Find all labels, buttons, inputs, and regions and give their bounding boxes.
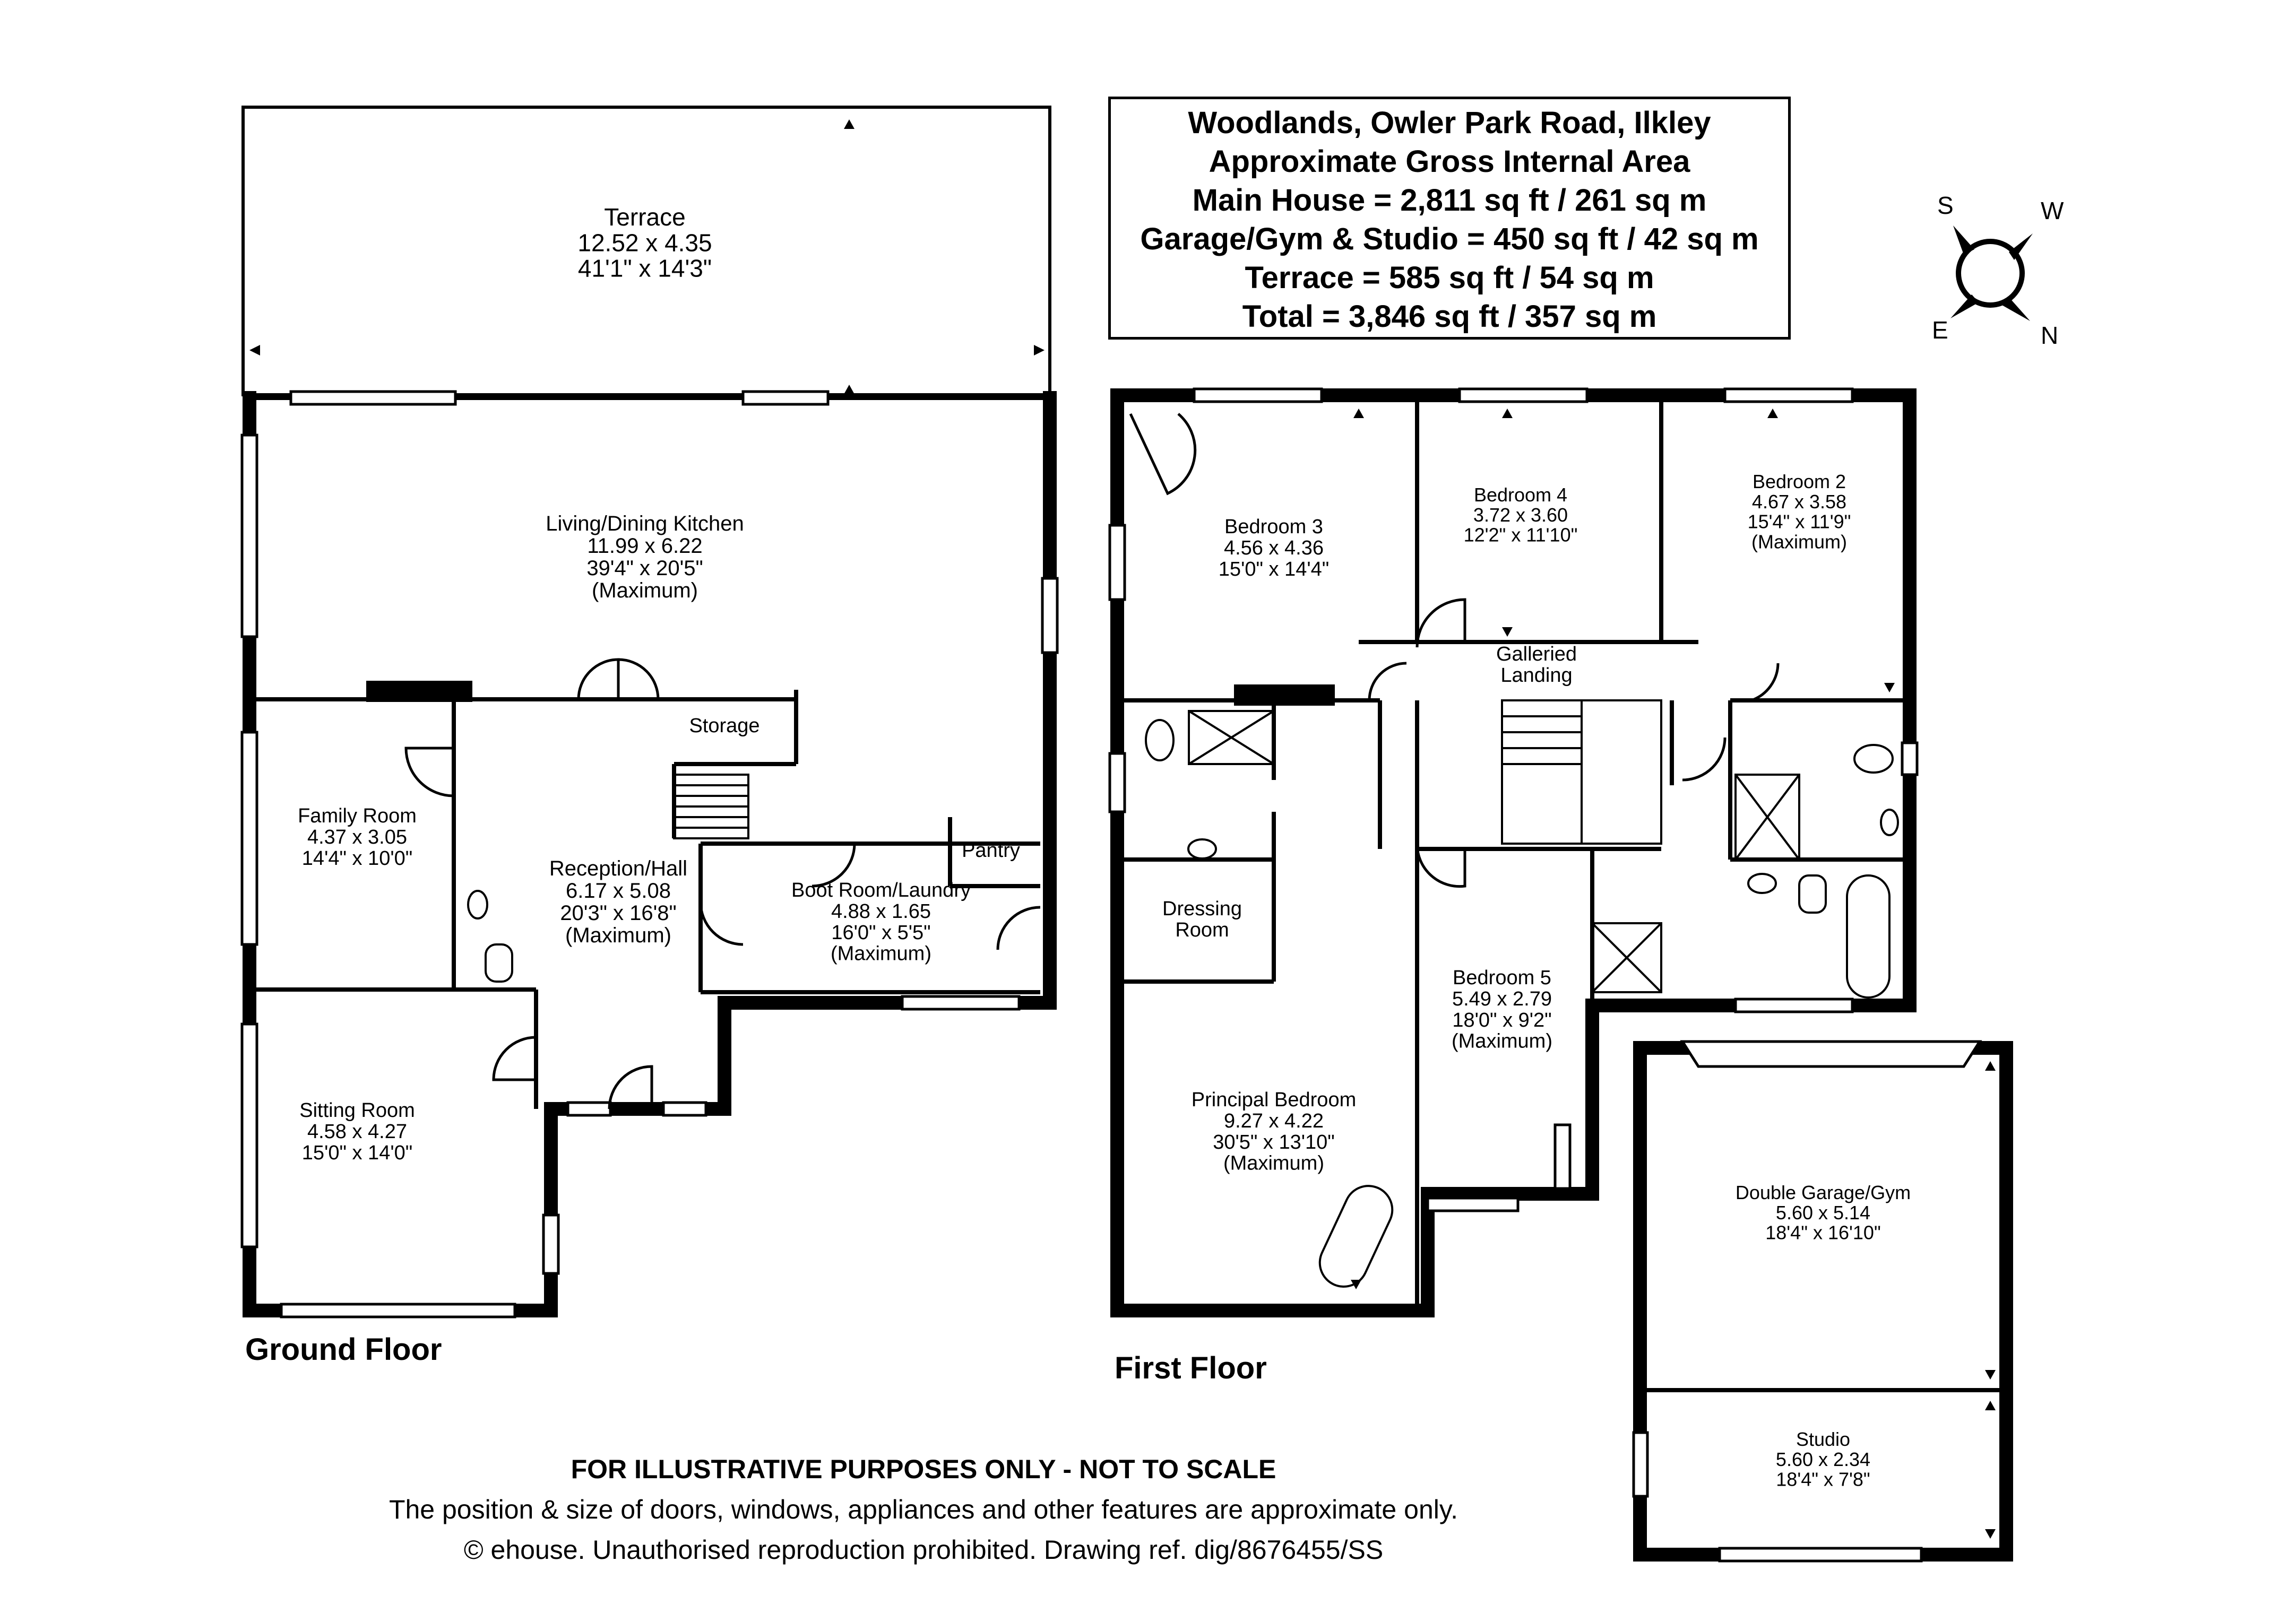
ground-floor-label: Ground Floor xyxy=(245,1332,442,1367)
first-floor-label: First Floor xyxy=(1115,1351,1267,1385)
room-label-line: Bedroom 4 xyxy=(1474,484,1567,506)
room-label-line: 18'4" x 16'10" xyxy=(1765,1222,1880,1244)
room-label-line: 12'2" x 11'10" xyxy=(1464,524,1578,546)
room-label-line: 9.27 x 4.22 xyxy=(1224,1110,1324,1132)
room-label-line: 39'4" x 20'5" xyxy=(586,557,703,580)
room-label-line: Family Room xyxy=(298,805,417,827)
total-area: Total = 3,846 sq ft / 357 sq m xyxy=(1242,299,1657,334)
room-label-line: 15'0" x 14'0" xyxy=(302,1142,412,1164)
room-label-line: Dressing xyxy=(1162,898,1242,920)
compass-south: S xyxy=(1937,192,1954,219)
room-label-line: Boot Room/Laundry xyxy=(791,879,971,901)
room-label-line: Bedroom 5 xyxy=(1453,967,1551,989)
room-label-line: Room xyxy=(1175,919,1229,941)
room-label-line: 20'3" x 16'8" xyxy=(560,901,676,925)
terrace-outline xyxy=(241,106,1051,396)
room-label-line: 14'4" x 10'0" xyxy=(302,847,412,870)
room-label-line: (Maximum) xyxy=(1452,1030,1552,1053)
room-label-line: 18'4" x 7'8" xyxy=(1776,1469,1870,1490)
room-label-line: (Maximum) xyxy=(1751,531,1847,552)
room-label-storage: Storage xyxy=(689,715,759,737)
dimension-arrows xyxy=(249,119,1996,1539)
room-label-line: 3.72 x 3.60 xyxy=(1473,504,1568,526)
room-label-line: Reception/Hall xyxy=(549,857,687,880)
room-label-line: 15'4" x 11'9" xyxy=(1748,511,1851,533)
room-label-line: Double Garage/Gym xyxy=(1736,1182,1911,1203)
room-label-line: 18'0" x 9'2" xyxy=(1452,1009,1551,1031)
room-label-line: Landing xyxy=(1500,664,1572,687)
room-label-line: 11.99 x 6.22 xyxy=(587,534,702,558)
room-label-line: 4.67 x 3.58 xyxy=(1752,491,1846,513)
terrace-area: Terrace = 585 sq ft / 54 sq m xyxy=(1245,261,1654,295)
compass: S W E N xyxy=(1921,188,2064,353)
compass-west: W xyxy=(2041,197,2064,224)
first-floor-walls xyxy=(1110,388,1917,1317)
room-label-line: Galleried xyxy=(1496,643,1577,665)
room-label-line: 4.58 x 4.27 xyxy=(307,1121,407,1143)
room-label-line: (Maximum) xyxy=(1223,1152,1324,1175)
disclaimer-heading: FOR ILLUSTRATIVE PURPOSES ONLY - NOT TO … xyxy=(571,1454,1276,1484)
room-label-line: 4.88 x 1.65 xyxy=(831,900,931,923)
room-label-line: Storage xyxy=(689,715,759,737)
room-label-line: (Maximum) xyxy=(831,943,931,965)
room-label-line: Bedroom 2 xyxy=(1753,471,1846,492)
room-label-line: 4.56 x 4.36 xyxy=(1224,537,1324,559)
room-label-line: Bedroom 3 xyxy=(1224,516,1323,538)
room-label-line: 12.52 x 4.35 xyxy=(577,229,712,256)
room-label-line: 5.60 x 5.14 xyxy=(1776,1202,1870,1224)
room-label-line: 5.49 x 2.79 xyxy=(1452,988,1552,1010)
compass-rose-icon xyxy=(1950,225,2033,321)
compass-north: N xyxy=(2041,322,2059,349)
room-label-line: 15'0" x 14'4" xyxy=(1219,558,1329,580)
room-label-line: 4.37 x 3.05 xyxy=(307,826,407,848)
room-label-pantry: Pantry xyxy=(962,839,1020,862)
room-label-line: Living/Dining Kitchen xyxy=(546,512,744,535)
room-label-line: Principal Bedroom xyxy=(1192,1089,1356,1111)
room-label-line: (Maximum) xyxy=(565,924,671,947)
room-label-line: 6.17 x 5.08 xyxy=(566,879,671,903)
room-label-line: 30'5" x 13'10" xyxy=(1213,1131,1335,1153)
area-summary-box: Woodlands, Owler Park Road, Ilkley Appro… xyxy=(1108,97,1791,340)
copyright-text: © ehouse. Unauthorised reproduction proh… xyxy=(463,1535,1384,1565)
room-label-line: Pantry xyxy=(962,839,1020,862)
area-subtitle: Approximate Gross Internal Area xyxy=(1209,144,1690,179)
disclaimer-text: The position & size of doors, windows, a… xyxy=(389,1495,1458,1524)
room-label-line: Terrace xyxy=(604,203,685,231)
room-label-line: Sitting Room xyxy=(299,1099,415,1122)
room-label-line: 5.60 x 2.34 xyxy=(1776,1448,1870,1470)
room-label-line: 16'0" x 5'5" xyxy=(831,922,930,944)
garage-area: Garage/Gym & Studio = 450 sq ft / 42 sq … xyxy=(1140,222,1759,256)
property-name: Woodlands, Owler Park Road, Ilkley xyxy=(1188,106,1711,140)
room-label-line: (Maximum) xyxy=(592,579,698,602)
room-label-line: Studio xyxy=(1796,1428,1850,1450)
main-house-area: Main House = 2,811 sq ft / 261 sq m xyxy=(1192,183,1707,218)
compass-east: E xyxy=(1932,316,1948,344)
room-label-line: 41'1" x 14'3" xyxy=(578,255,712,282)
